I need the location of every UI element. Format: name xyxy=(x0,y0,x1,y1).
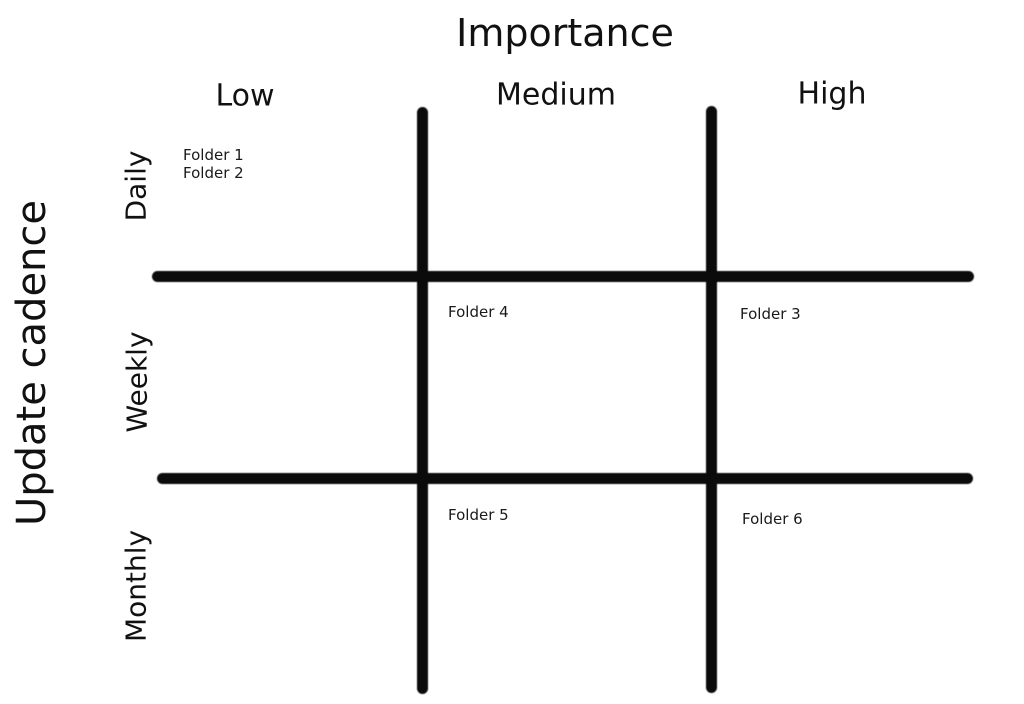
folder-label-4: Folder 4 xyxy=(448,303,509,321)
row-header-monthly: Monthly xyxy=(119,529,153,643)
grid-horizontal-line-1 xyxy=(152,271,974,282)
folder-label-2: Folder 2 xyxy=(183,164,244,182)
row-header-weekly: Weekly xyxy=(120,331,154,433)
grid-vertical-line-2 xyxy=(706,106,717,693)
folder-label-3: Folder 3 xyxy=(740,305,801,323)
grid-horizontal-line-2 xyxy=(157,473,973,484)
folder-label-5: Folder 5 xyxy=(448,506,509,524)
column-header-medium: Medium xyxy=(496,77,616,113)
cell-daily-low: Folder 1 Folder 2 xyxy=(183,146,244,182)
y-axis-title: Update cadence xyxy=(9,199,55,527)
folder-label-6: Folder 6 xyxy=(742,510,803,528)
x-axis-title: Importance xyxy=(456,11,674,55)
column-header-low: Low xyxy=(215,78,275,114)
column-header-high: High xyxy=(797,76,867,112)
row-header-daily: Daily xyxy=(119,150,153,222)
folder-label-1: Folder 1 xyxy=(183,146,244,164)
grid-vertical-line-1 xyxy=(417,107,428,694)
